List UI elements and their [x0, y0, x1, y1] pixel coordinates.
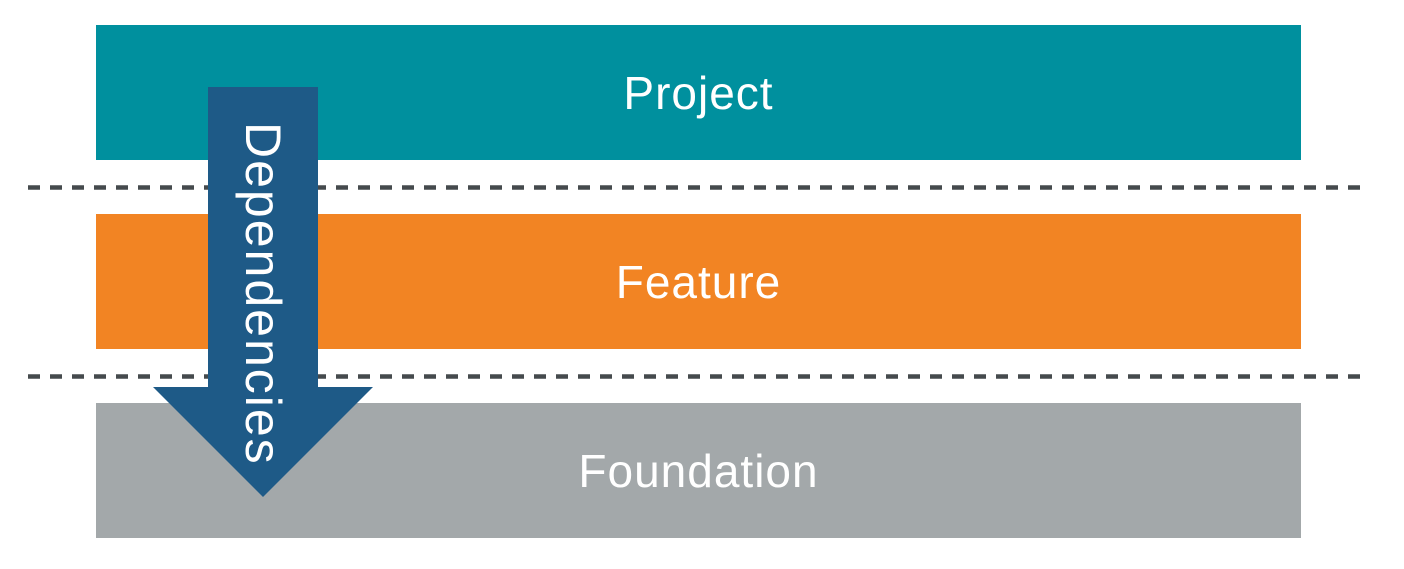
dependencies-down-arrow-icon: [153, 87, 373, 497]
layer-label-feature: Feature: [615, 255, 782, 308]
layer-label-project: Project: [623, 66, 774, 119]
layer-label-foundation: Foundation: [578, 444, 819, 497]
dependencies-label: Dependencies: [235, 122, 291, 466]
dependencies-arrow-shape: [153, 87, 373, 497]
